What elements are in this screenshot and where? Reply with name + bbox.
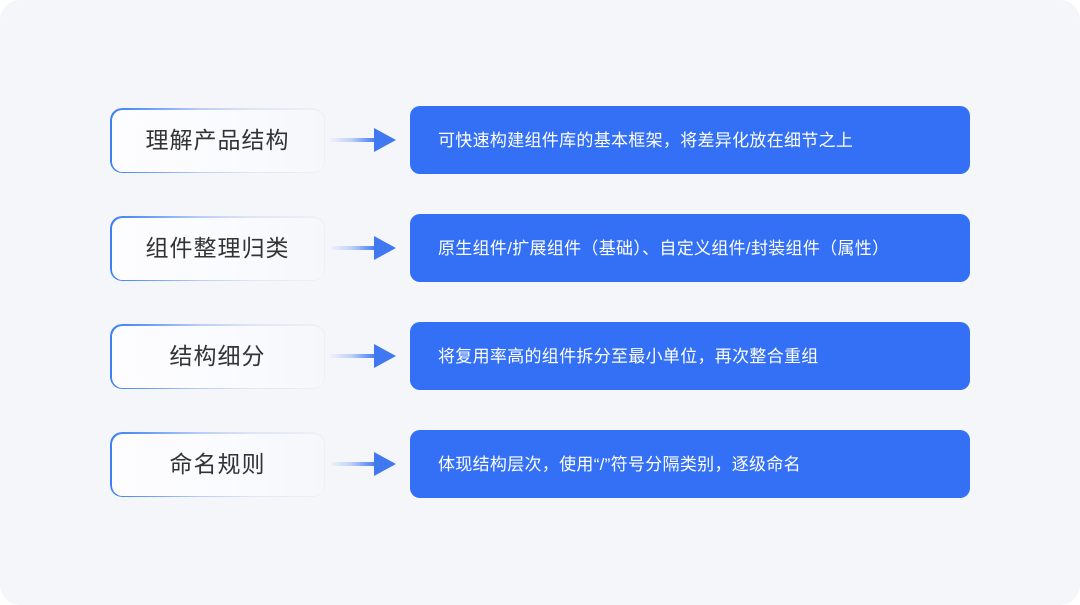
arrow-shaft — [330, 354, 378, 358]
arrow-right-icon — [330, 344, 396, 368]
arrow-head — [374, 128, 396, 152]
flow-row: 命名规则 体现结构层次，使用“/”符号分隔类别，逐级命名 — [0, 430, 1080, 498]
stage-label: 结构细分 — [169, 343, 266, 369]
description-text: 体现结构层次，使用“/”符号分隔类别，逐级命名 — [438, 454, 801, 474]
stage-label: 命名规则 — [169, 451, 266, 477]
arrow-head — [374, 344, 396, 368]
arrow-right-icon — [330, 236, 396, 260]
flow-row: 理解产品结构 可快速构建组件库的基本框架，将差异化放在细节之上 — [0, 106, 1080, 174]
description-box-4[interactable]: 体现结构层次，使用“/”符号分隔类别，逐级命名 — [410, 430, 970, 498]
arrow-shaft — [330, 462, 378, 466]
stage-card-2[interactable]: 组件整理归类 — [110, 216, 325, 281]
description-text: 将复用率高的组件拆分至最小单位，再次整合重组 — [438, 346, 819, 366]
description-box-3[interactable]: 将复用率高的组件拆分至最小单位，再次整合重组 — [410, 322, 970, 390]
description-text: 原生组件/扩展组件（基础）、自定义组件/封装组件（属性） — [438, 238, 890, 258]
flow-row: 结构细分 将复用率高的组件拆分至最小单位，再次整合重组 — [0, 322, 1080, 390]
description-text: 可快速构建组件库的基本框架，将差异化放在细节之上 — [438, 130, 854, 150]
description-box-2[interactable]: 原生组件/扩展组件（基础）、自定义组件/封装组件（属性） — [410, 214, 970, 282]
stage-card-3[interactable]: 结构细分 — [110, 324, 325, 389]
arrow-right-icon — [330, 128, 396, 152]
description-box-1[interactable]: 可快速构建组件库的基本框架，将差异化放在细节之上 — [410, 106, 970, 174]
flow-row: 组件整理归类 原生组件/扩展组件（基础）、自定义组件/封装组件（属性） — [0, 214, 1080, 282]
arrow-shaft — [330, 138, 378, 142]
stage-card-4[interactable]: 命名规则 — [110, 432, 325, 497]
arrow-shaft — [330, 246, 378, 250]
stage-label: 理解产品结构 — [145, 127, 290, 153]
stage-card-1[interactable]: 理解产品结构 — [110, 108, 325, 173]
arrow-right-icon — [330, 452, 396, 476]
stage-label: 组件整理归类 — [145, 235, 290, 261]
arrow-head — [374, 236, 396, 260]
arrow-head — [374, 452, 396, 476]
